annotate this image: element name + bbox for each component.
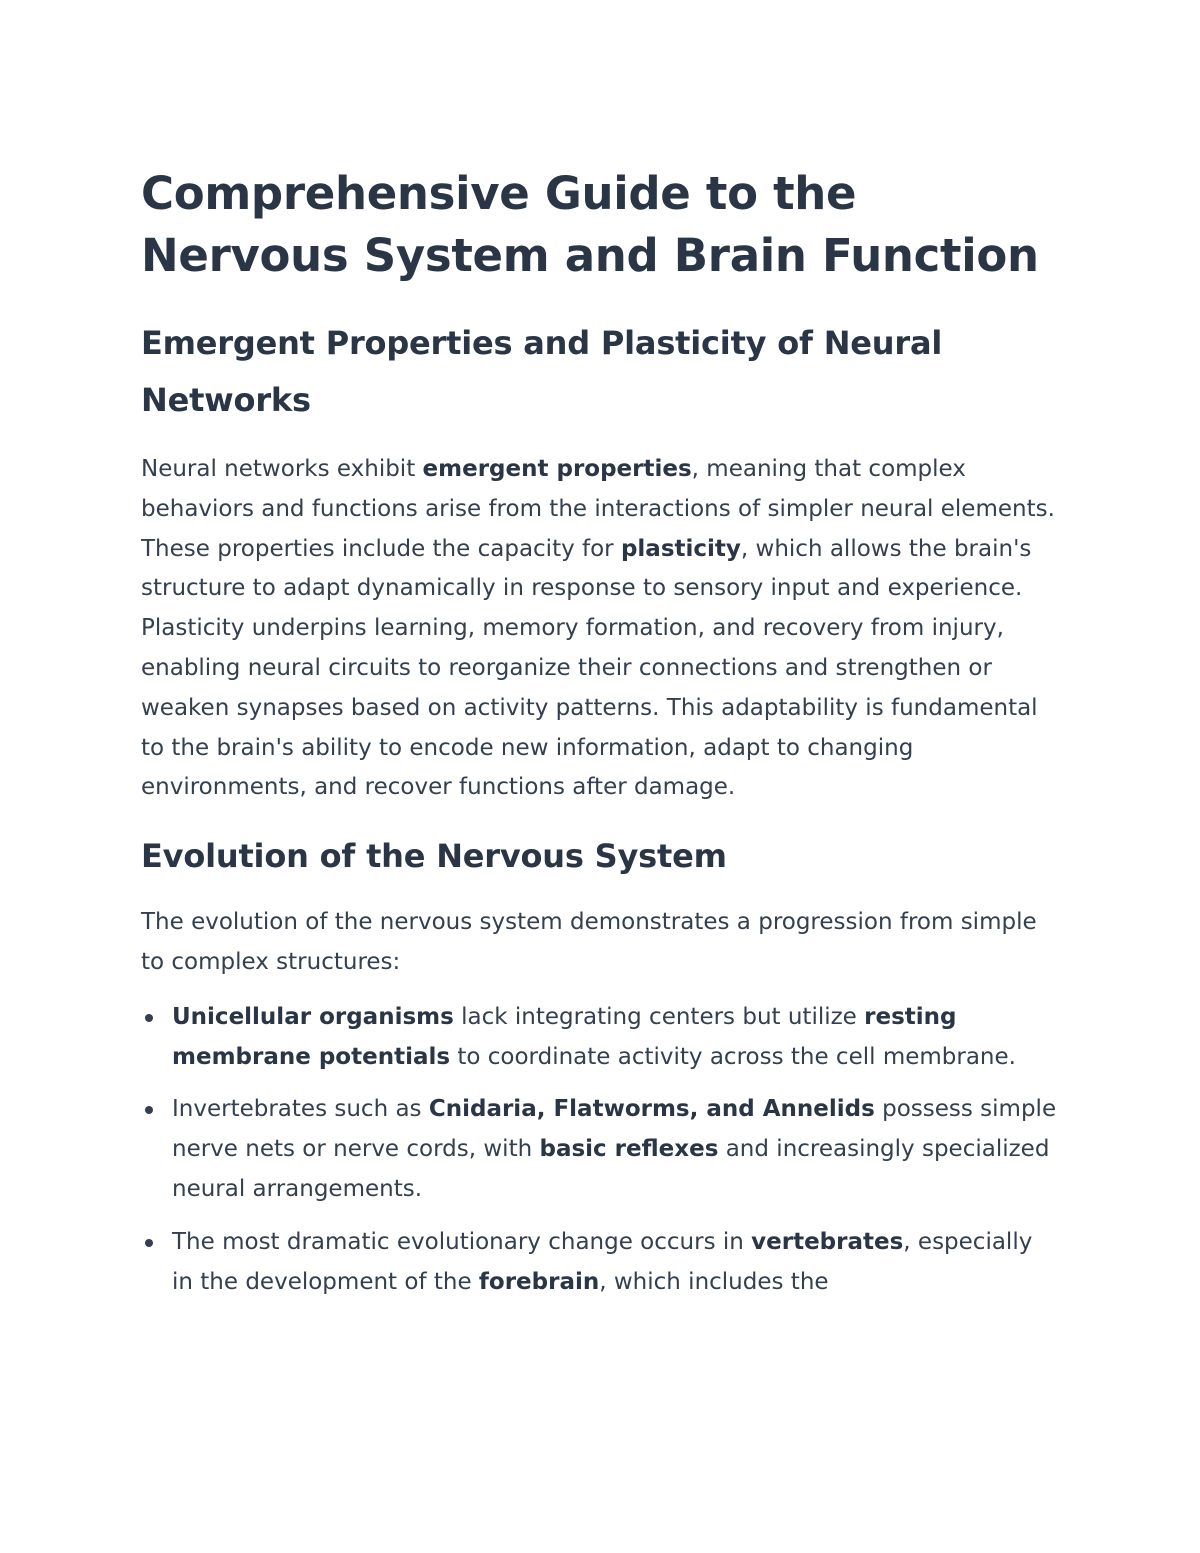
text-run: , which includes the — [599, 1268, 829, 1295]
text-run: Neural networks exhibit — [141, 456, 423, 482]
document-title: Comprehensive Guide to the Nervous Syste… — [141, 167, 1039, 282]
text-run: and increasingly specialized neural arra… — [172, 1136, 1050, 1202]
paragraph-emergent-properties: Neural networks exhibit emergent propert… — [141, 450, 1060, 808]
text-run: to coordinate activity across the cell m… — [450, 1043, 1016, 1070]
list-item: Invertebrates such as Cnidaria, Flatworm… — [141, 1090, 1060, 1209]
text-run: , especially in the development of the — [172, 1228, 1033, 1295]
bold-term-vertebrates: vertebrates — [751, 1228, 904, 1255]
bold-term-basic-reflexes: basic reflexes — [539, 1136, 719, 1163]
section-heading-evolution: Evolution of the Nervous System — [141, 837, 727, 876]
bold-term-invertebrate-groups: Cnidaria, Flatworms, and Annelids — [428, 1096, 875, 1123]
text-run: , meaning that complex behaviors and fun… — [141, 456, 1055, 562]
text-run: , which allows the brain's structure to … — [141, 535, 1038, 801]
paragraph-evolution-intro: The evolution of the nervous system demo… — [141, 909, 1037, 975]
bold-term-unicellular-organisms: Unicellular organisms — [172, 1003, 454, 1030]
bold-term-plasticity: plasticity — [620, 535, 741, 562]
bold-term-resting-membrane-potentials: resting membrane potentials — [172, 1003, 957, 1070]
bold-term-emergent-properties: emergent properties — [422, 456, 692, 482]
text-run: possess simple nerve nets or nerve cords… — [172, 1096, 1057, 1163]
list-item: Unicellular organisms lack integrating c… — [141, 998, 1060, 1078]
text-run: The most dramatic evolutionary change oc… — [172, 1228, 752, 1255]
text-run: Invertebrates such as — [172, 1096, 429, 1123]
text-run: lack integrating centers but utilize — [453, 1003, 865, 1030]
bullet-dot-icon — [145, 1013, 153, 1022]
bullet-list-evolution: Unicellular organisms lack integrating c… — [141, 998, 1060, 1303]
section-heading-emergent-properties: Emergent Properties and Plasticity of Ne… — [141, 324, 943, 419]
bullet-dot-icon — [145, 1106, 153, 1115]
bold-term-forebrain: forebrain — [478, 1268, 600, 1295]
bullet-dot-icon — [145, 1238, 153, 1247]
list-item: The most dramatic evolutionary change oc… — [141, 1223, 1060, 1303]
